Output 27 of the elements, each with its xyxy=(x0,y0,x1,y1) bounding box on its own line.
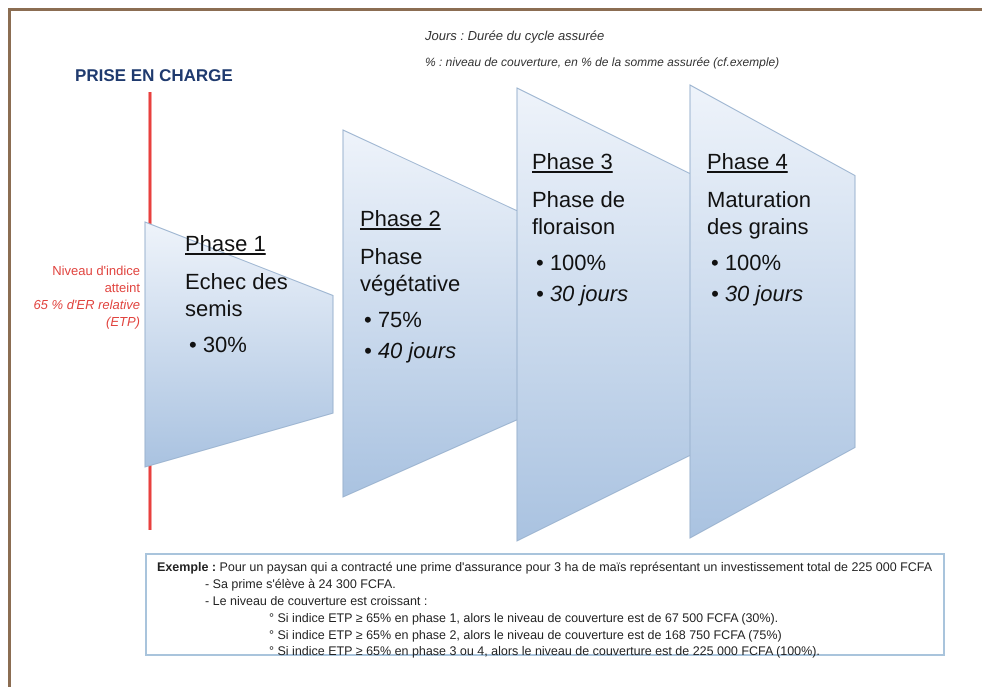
coverage-item: • 30% xyxy=(188,330,248,358)
example-text: Exemple : Pour un paysan qui a contracté une prime d'assurance pour 3 ha de maïs représentant un investissement total de 225 000 FCFA xyxy=(157,559,933,576)
coverage-item: • 100% xyxy=(710,248,782,276)
section-heading: PRISE EN CHARGE xyxy=(75,66,233,86)
phase-heading: Phase 1 xyxy=(185,230,267,258)
phase-name: Maturation des grains xyxy=(707,186,812,240)
example-subitem: ° Si indice ETP ≥ 65% en phase 2, alors le niveau de couverture est de 168 750 FCFA (75%) xyxy=(268,626,783,644)
phase-name: Echec des semis xyxy=(185,268,289,322)
example-item: - Le niveau de couverture est croissant : xyxy=(204,592,428,610)
phase-name: Phase de floraison xyxy=(532,186,626,240)
coverage-item: • 100% xyxy=(535,248,608,276)
legend-note: % : niveau de couverture, en % de la somme assurée (cf.exemple) xyxy=(425,55,780,69)
coverage-item: • 75% xyxy=(363,306,423,333)
example-subitem: ° Si indice ETP ≥ 65% en phase 1, alors le niveau de couverture est de 67 500 FCFA (30%). xyxy=(268,610,780,626)
example-subitem: ° Si indice ETP ≥ 65% en phase 3 ou 4, alors le niveau de couverture est de 225 000 FCFA (100%). xyxy=(268,643,821,660)
threshold-label: Niveau d'indice atteint xyxy=(51,263,140,297)
duration-item: • 40 jours xyxy=(363,337,458,364)
phase-heading: Phase 4 xyxy=(707,148,789,176)
threshold-label: 65 % d'ER relative (ETP) xyxy=(32,297,140,331)
phase-heading: Phase 3 xyxy=(532,148,614,176)
phase-heading: Phase 2 xyxy=(360,205,442,232)
legend-note: Jours : Durée du cycle assurée xyxy=(425,28,604,43)
phase-name: Phase végétative xyxy=(360,242,462,298)
duration-item: • 30 jours xyxy=(535,280,630,308)
duration-item: • 30 jours xyxy=(710,280,804,308)
example-box xyxy=(145,553,945,656)
example-item: - Sa prime s'élève à 24 300 FCFA. xyxy=(204,576,397,593)
